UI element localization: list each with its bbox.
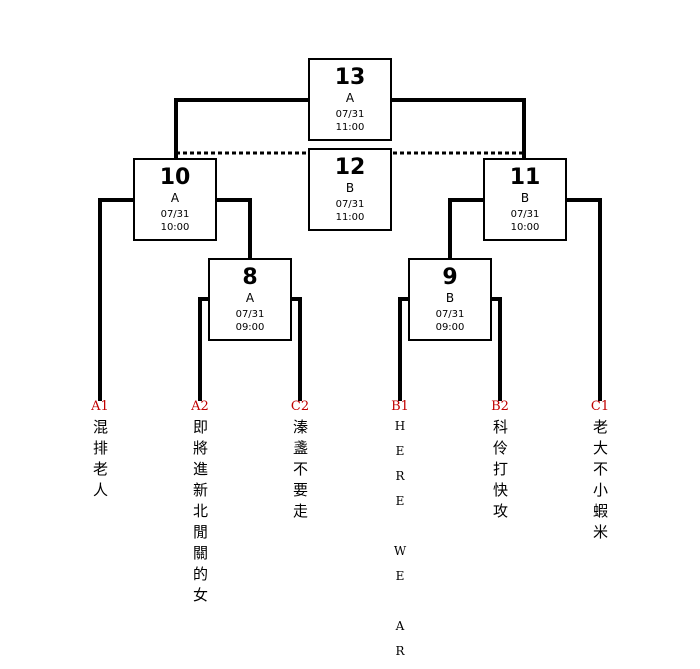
match-court: B [445, 291, 455, 305]
match-number: 11 [509, 165, 541, 190]
team-a2: A2 即將進新北閒關的女 [188, 399, 212, 608]
connector-9-b1 [398, 297, 411, 401]
team-c1: C1 老大不小蝦米 [588, 399, 612, 545]
match-8-box: 8 A 07/31 09:00 [208, 258, 292, 341]
match-court: A [170, 191, 180, 205]
match-time: 10:00 [510, 222, 540, 233]
match-court: A [345, 91, 355, 105]
match-number: 13 [334, 65, 366, 90]
bracket-lines [98, 98, 602, 401]
team-name: HERE WE AR [393, 419, 407, 669]
match-number: 12 [334, 155, 366, 180]
team-b2: B2 科伶打快攻 [488, 399, 512, 524]
match-court: A [245, 291, 255, 305]
team-seed: A2 [191, 399, 209, 414]
connector-8-c2 [289, 297, 302, 401]
match-number: 9 [442, 265, 458, 290]
match-time: 09:00 [435, 322, 465, 333]
match-time: 09:00 [235, 322, 265, 333]
team-seed: C2 [290, 399, 310, 414]
team-seed: A1 [91, 399, 109, 414]
match-date: 07/31 [335, 109, 365, 120]
match-time: 10:00 [160, 222, 190, 233]
match-number: 10 [159, 165, 191, 190]
match-date: 07/31 [235, 309, 265, 320]
team-a1: A1 混排老人 [88, 399, 112, 503]
match-12-box: 12 B 07/31 11:00 [308, 148, 392, 231]
match-date: 07/31 [435, 309, 465, 320]
connector-11-c1 [564, 198, 602, 401]
match-date: 07/31 [510, 209, 540, 220]
team-name: 老大不小蝦米 [591, 419, 609, 545]
match-10-box: 10 A 07/31 10:00 [133, 158, 217, 241]
team-seed: B2 [491, 399, 509, 414]
match-9-box: 9 B 07/31 09:00 [408, 258, 492, 341]
team-b1: B1 HERE WE AR [388, 399, 412, 669]
team-name: 科伶打快攻 [491, 419, 509, 524]
team-c2: C2 溱盞不要走 [288, 399, 312, 524]
match-court: B [345, 181, 355, 195]
connector-8-a2 [198, 297, 211, 401]
team-name: 溱盞不要走 [291, 419, 309, 524]
team-name: 即將進新北閒關的女 [191, 419, 209, 608]
match-time: 11:00 [335, 212, 365, 223]
match-number: 8 [242, 265, 258, 290]
match-date: 07/31 [160, 209, 190, 220]
connector-10-a1 [98, 198, 136, 401]
connector-10-8 [214, 198, 252, 261]
match-13-box: 13 A 07/31 11:00 [308, 58, 392, 141]
match-court: B [520, 191, 530, 205]
connector-11-9 [448, 198, 486, 261]
connector-13-left [174, 98, 311, 160]
match-11-box: 11 B 07/31 10:00 [483, 158, 567, 241]
team-seed: B1 [391, 399, 409, 414]
team-seed: C1 [590, 399, 610, 414]
team-name: 混排老人 [91, 419, 109, 503]
connector-13-right [390, 98, 526, 160]
match-time: 11:00 [335, 122, 365, 133]
match-date: 07/31 [335, 199, 365, 210]
connector-9-b2 [489, 297, 502, 401]
